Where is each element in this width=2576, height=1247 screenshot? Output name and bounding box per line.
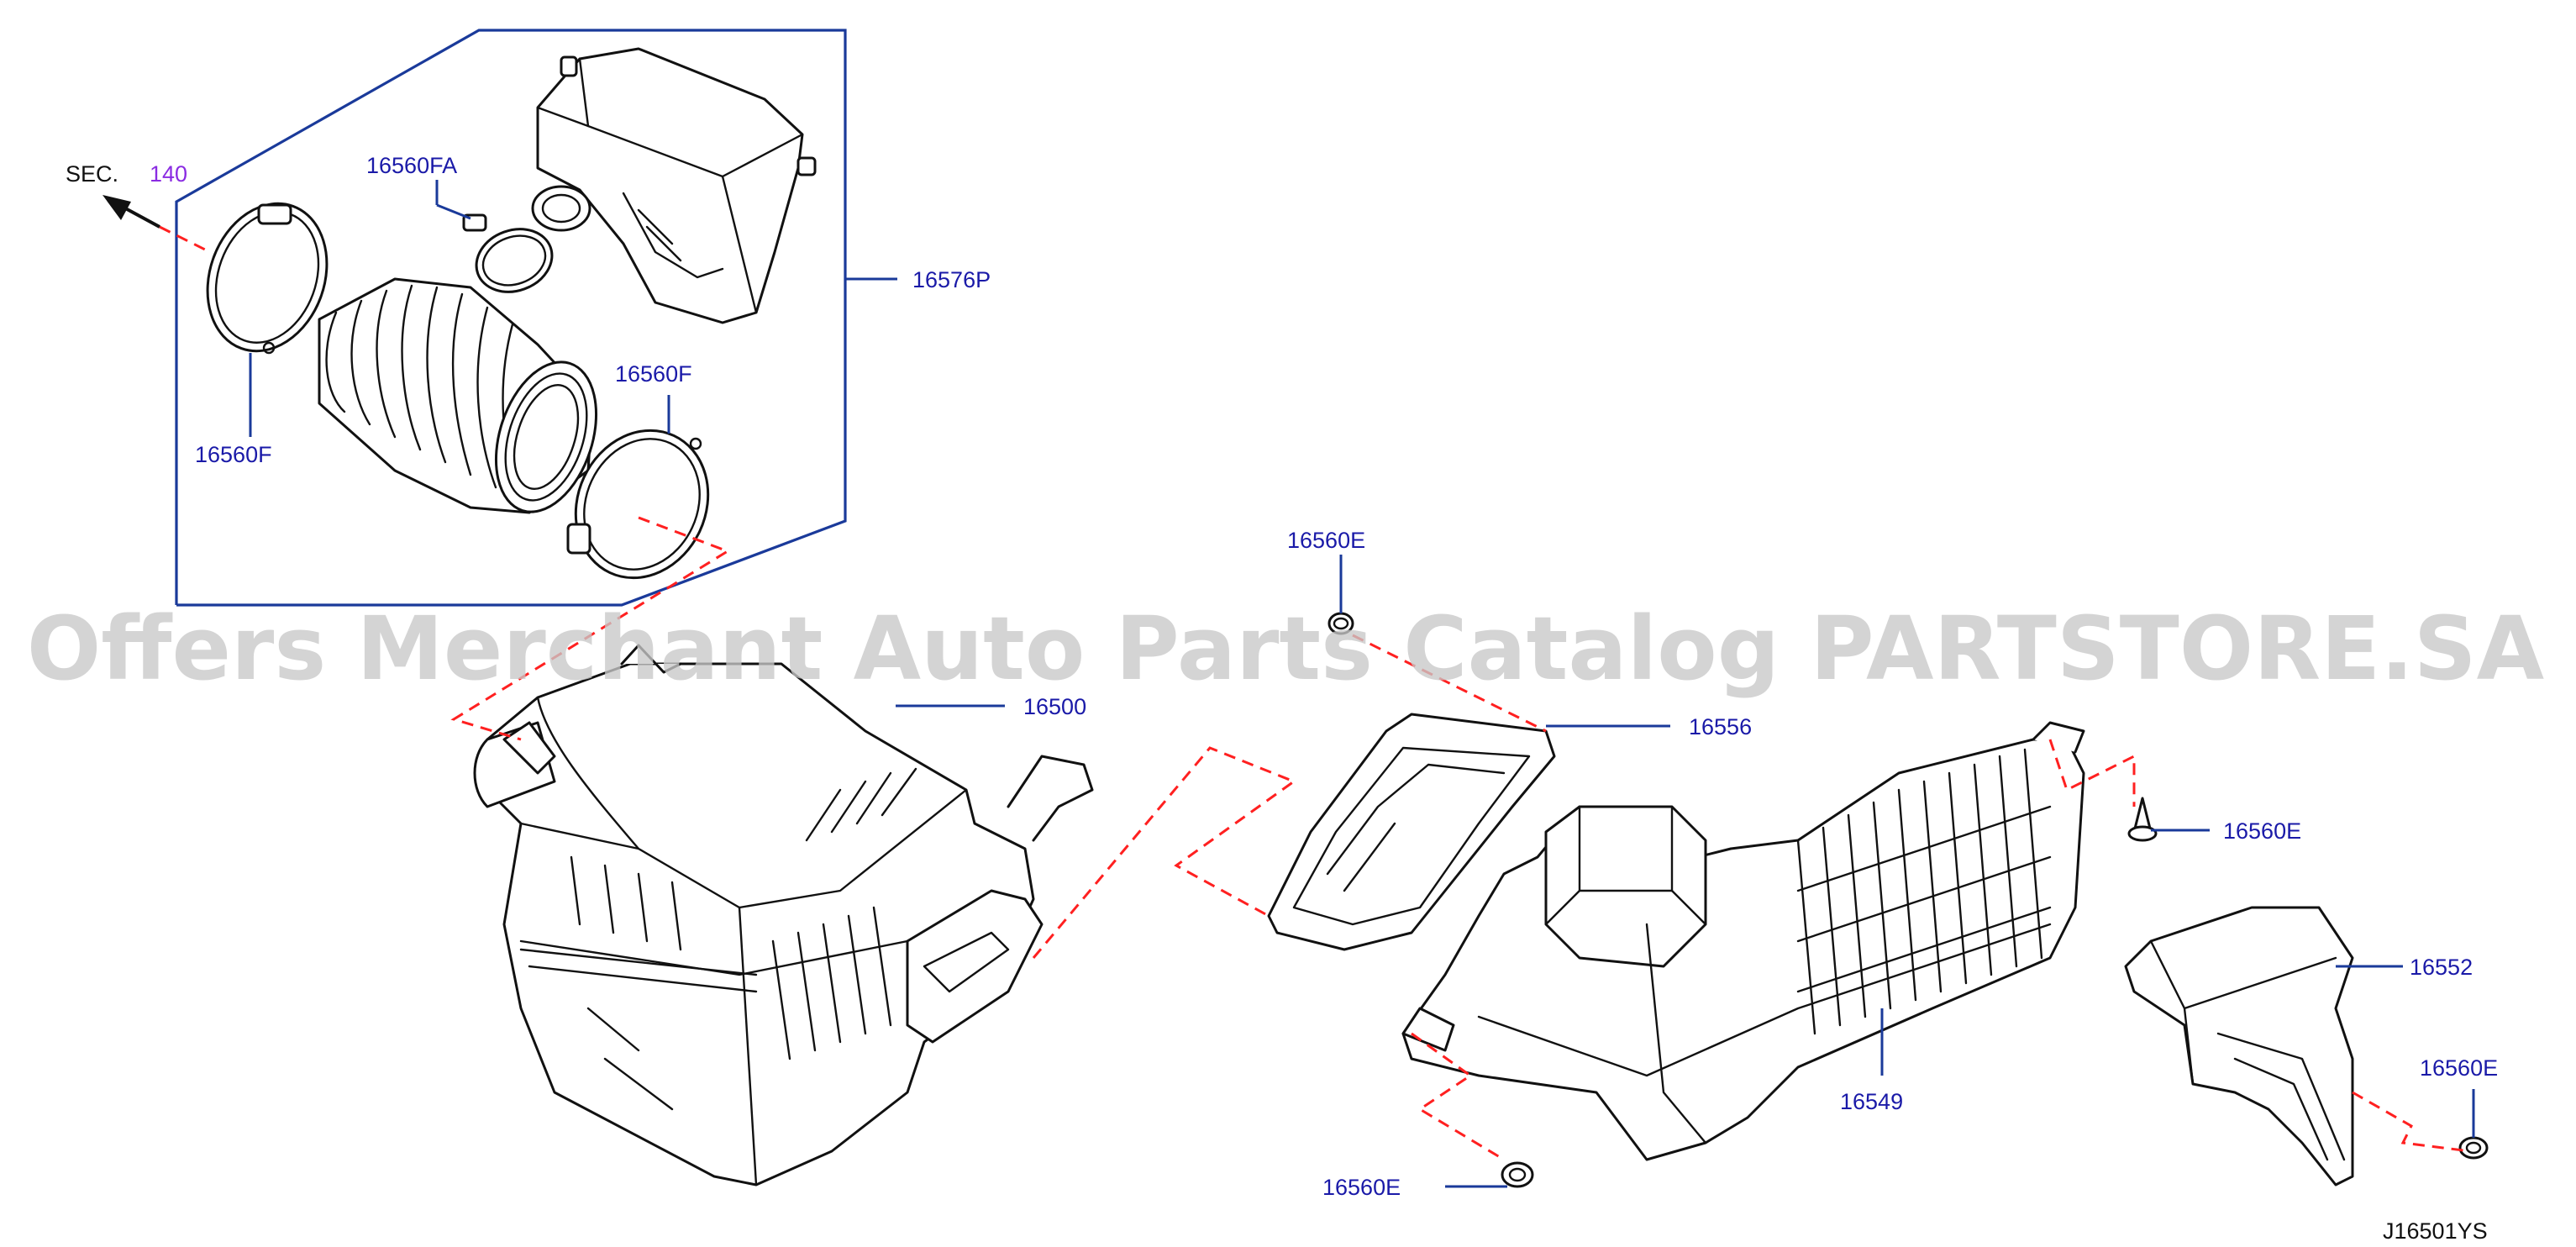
clip-16560e-right-bottom[interactable] <box>2458 1136 2489 1160</box>
callout-16560fa[interactable]: 16560FA <box>366 153 457 178</box>
duct-16552[interactable] <box>2124 906 2354 1186</box>
diagram-code: J16501YS <box>2383 1218 2488 1244</box>
callout-16560e-bottom[interactable]: 16560E <box>1322 1175 1401 1200</box>
callout-16576p[interactable]: 16576P <box>912 267 991 292</box>
clamp-16560f-left[interactable] <box>187 187 346 368</box>
resonator-16549[interactable] <box>1401 721 2085 1161</box>
callout-16500[interactable]: 16500 <box>1023 694 1086 719</box>
alignment-guides <box>159 225 2471 1161</box>
callout-16552[interactable]: 16552 <box>2410 955 2473 980</box>
seal-16556[interactable] <box>1267 713 1556 951</box>
air-duct-hose[interactable] <box>318 277 614 524</box>
clip-16560e-right-top[interactable] <box>2127 797 2158 842</box>
clamp-16560fa[interactable] <box>462 213 561 303</box>
air-cleaner-body[interactable] <box>473 644 1094 1186</box>
callout-16560e-right-top[interactable]: 16560E <box>2223 818 2301 844</box>
clip-16560e-bottom[interactable] <box>1501 1161 1534 1188</box>
assembly-frame-16576p <box>175 29 897 607</box>
callout-16549[interactable]: 16549 <box>1840 1089 1903 1114</box>
callout-16560e-right-bottom[interactable]: 16560E <box>2420 1055 2498 1081</box>
resonator-box[interactable] <box>531 47 817 324</box>
section-prefix: SEC. <box>66 161 118 187</box>
watermark: Offers Merchant Auto Parts Catalog PARTS… <box>27 597 2544 700</box>
section-arrow-icon <box>103 195 160 229</box>
section-number[interactable]: 140 <box>150 161 187 187</box>
clamp-16560f-right[interactable] <box>552 408 732 599</box>
callout-16556[interactable]: 16556 <box>1689 714 1752 739</box>
leader-lines <box>249 180 2475 1188</box>
callout-16560f-right[interactable]: 16560F <box>615 361 692 387</box>
callout-16560e-top[interactable]: 16560E <box>1287 528 1365 553</box>
callout-16560f-left[interactable]: 16560F <box>195 442 272 467</box>
